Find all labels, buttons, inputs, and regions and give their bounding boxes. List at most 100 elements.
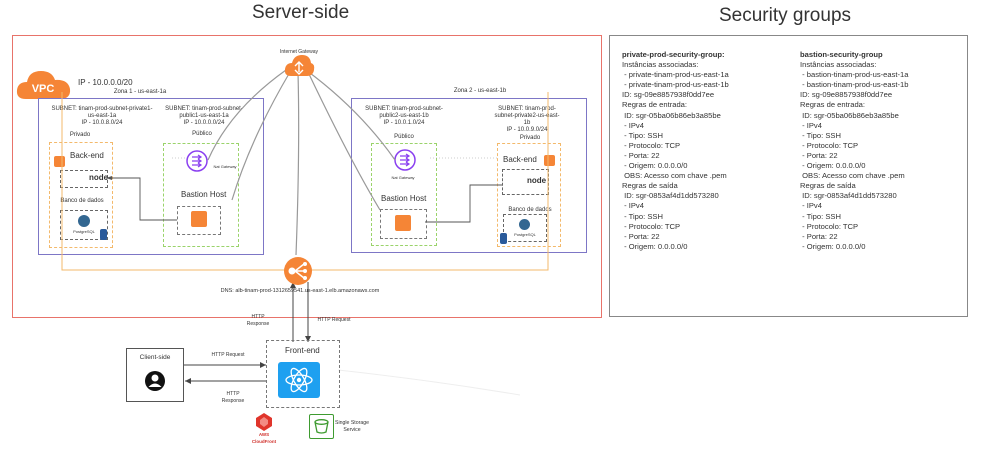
aws-region-box <box>12 35 602 318</box>
zone2-private-caption: SUBNET: tinam-prod-subnet-private2-us-ea… <box>494 106 560 133</box>
http-request-left: HTTP Request <box>211 352 245 358</box>
react-icon <box>285 367 313 393</box>
zone1-public-tag: Público <box>192 131 212 137</box>
react-tile <box>278 362 320 398</box>
zone1-box <box>38 98 264 255</box>
zone1-nat-label: Nat Gateway <box>213 164 237 169</box>
server-side-title: Server-side <box>252 2 350 23</box>
postgres-icon <box>78 215 90 227</box>
sg-line: - Porta: 22 <box>622 231 660 241</box>
sg-line: Regras de saída <box>800 181 856 191</box>
sg-line: ID: sgr-05ba06b86eb3a85be <box>622 110 721 120</box>
alb-dns: DNS: alb-tinam-prod-1312659541.us-east-1… <box>220 288 380 294</box>
sg-private-name: private-prod-security-group: <box>622 50 725 59</box>
sg-line: OBS: Acesso com chave .pem <box>800 171 905 181</box>
zone2-private-tag: Privado <box>519 135 541 141</box>
sg-line: - IPv4 <box>622 120 644 130</box>
sg-line: - IPv4 <box>800 201 822 211</box>
zone2-nat-label: Nat Gateway <box>391 175 415 180</box>
security-groups-title: Security groups <box>719 5 852 26</box>
sg-bastion: bastion-security-group Instâncias associ… <box>800 50 965 252</box>
sg-line: - Porta: 22 <box>622 150 660 160</box>
sg-private: private-prod-security-group: Instâncias … <box>622 50 792 252</box>
sg-line: - Porta: 22 <box>800 231 838 241</box>
zone1-bastion-ec2-icon <box>191 211 207 227</box>
vpc-badge-text: VPC <box>32 83 55 95</box>
zone2-bastion-card <box>380 209 427 239</box>
zone1-private-caption: SUBNET: tinam-prod-subnet-private1-us-ea… <box>51 106 153 126</box>
sg-line: ID: sgr-05ba06b86eb3a85be <box>800 110 899 120</box>
s3-label: Single Storage Service <box>334 420 370 433</box>
zone1-db-label: Banco de dados <box>60 198 104 204</box>
sg-line: - private-tinam-prod-us-east-1a <box>622 70 729 80</box>
sg-line: - Origem: 0.0.0.0/0 <box>800 241 866 251</box>
vpc-ip: IP - 10.0.0.0/20 <box>78 78 133 87</box>
client-side-label: Client-side <box>139 354 171 361</box>
sg-line: Instâncias associadas: <box>800 60 877 70</box>
zone1-bastion-card <box>177 206 221 235</box>
sg-line: - Protocolo: TCP <box>800 140 859 150</box>
zone1-public-subnet <box>163 143 239 247</box>
zone1-postgres-label: PostgreSQL <box>73 229 95 234</box>
sg-line: - Origem: 0.0.0.0/0 <box>800 161 866 171</box>
http-request-top: HTTP Request <box>317 317 351 323</box>
sg-line: - Tipo: SSH <box>800 130 841 140</box>
internet-gateway-icon <box>284 55 315 76</box>
http-response-left: HTTP Response <box>221 391 245 404</box>
zone1-title: Zona 1 - us-east-1a <box>113 89 167 95</box>
cloudfront-label: AWS CloudFront <box>251 432 277 444</box>
security-groups-panel: private-prod-security-group: Instâncias … <box>609 35 968 317</box>
zone2-bastion-ec2-icon <box>395 215 411 231</box>
user-icon <box>145 371 165 391</box>
sg-line: - Protocolo: TCP <box>800 221 859 231</box>
zone2-private-subnet <box>497 143 561 247</box>
sg-line: ID: sgr-0853af4d1dd573280 <box>622 191 719 201</box>
zone1-private-tag: Privado <box>69 132 91 138</box>
http-response-top: HTTP Response <box>246 314 270 327</box>
load-balancer-icon <box>284 257 312 285</box>
sg-line: - bastion-tinam-prod-us-east-1a <box>800 70 909 80</box>
zone1-backend-label: Back-end <box>70 151 104 160</box>
node-logo-icon: node <box>527 176 547 185</box>
zone1-private-subnet <box>49 142 113 248</box>
sg-line: ID: sg-09e8857938f0dd7ee <box>622 90 715 100</box>
zone2-bastion-label: Bastion Host <box>381 194 427 203</box>
zone1-rds-icon <box>100 229 107 240</box>
postgres-icon <box>519 219 530 230</box>
zone2-public-caption: SUBNET: tinam-prod-subnet-public2-us-eas… <box>365 106 443 126</box>
sg-line: - bastion-tinam-prod-us-east-1b <box>800 80 909 90</box>
node-logo-icon: node <box>89 173 109 182</box>
zone2-db-label: Banco de dados <box>508 207 552 213</box>
sg-bastion-name: bastion-security-group <box>800 50 883 59</box>
sg-line: Regras de entrada: <box>622 100 688 110</box>
zone2-node-card: node <box>502 169 549 195</box>
zone2-rds-icon <box>500 233 507 244</box>
internet-gateway-label: Internet Gateway <box>279 49 319 55</box>
sg-line: - IPv4 <box>800 120 822 130</box>
zone2-public-tag: Público <box>394 134 414 140</box>
sg-line: - Tipo: SSH <box>622 211 663 221</box>
sg-line: - Tipo: SSH <box>800 211 841 221</box>
zone2-box <box>351 98 587 253</box>
zone1-bastion-label: Bastion Host <box>181 190 227 199</box>
zone1-node-card: node <box>60 170 108 188</box>
sg-line: - Protocolo: TCP <box>622 221 681 231</box>
cloudfront-icon <box>256 413 272 431</box>
client-side-box: Client-side <box>126 348 184 402</box>
s3-bucket-icon <box>314 419 329 434</box>
sg-line: - Origem: 0.0.0.0/0 <box>622 161 688 171</box>
sg-line: - Porta: 22 <box>800 150 838 160</box>
frontend-label: Front-end <box>285 346 320 355</box>
zone2-ec2-icon <box>544 155 555 166</box>
zone2-postgres-label: PostgreSQL <box>514 232 536 237</box>
zone2-title: Zona 2 - us-east-1b <box>453 88 507 94</box>
sg-line: ID: sgr-0853af4d1dd573280 <box>800 191 897 201</box>
sg-line: OBS: Acesso com chave .pem <box>622 171 727 181</box>
zone1-public-caption: SUBNET: tinam-prod-subnet-public1-us-eas… <box>165 106 243 126</box>
frontend-box: Front-end <box>266 340 340 408</box>
sg-line: - IPv4 <box>622 201 644 211</box>
sg-line: - Tipo: SSH <box>622 130 663 140</box>
sg-line: ID: sg-09e8857938f0dd7ee <box>800 90 893 100</box>
sg-line: - Protocolo: TCP <box>622 140 681 150</box>
sg-line: Regras de entrada: <box>800 100 866 110</box>
